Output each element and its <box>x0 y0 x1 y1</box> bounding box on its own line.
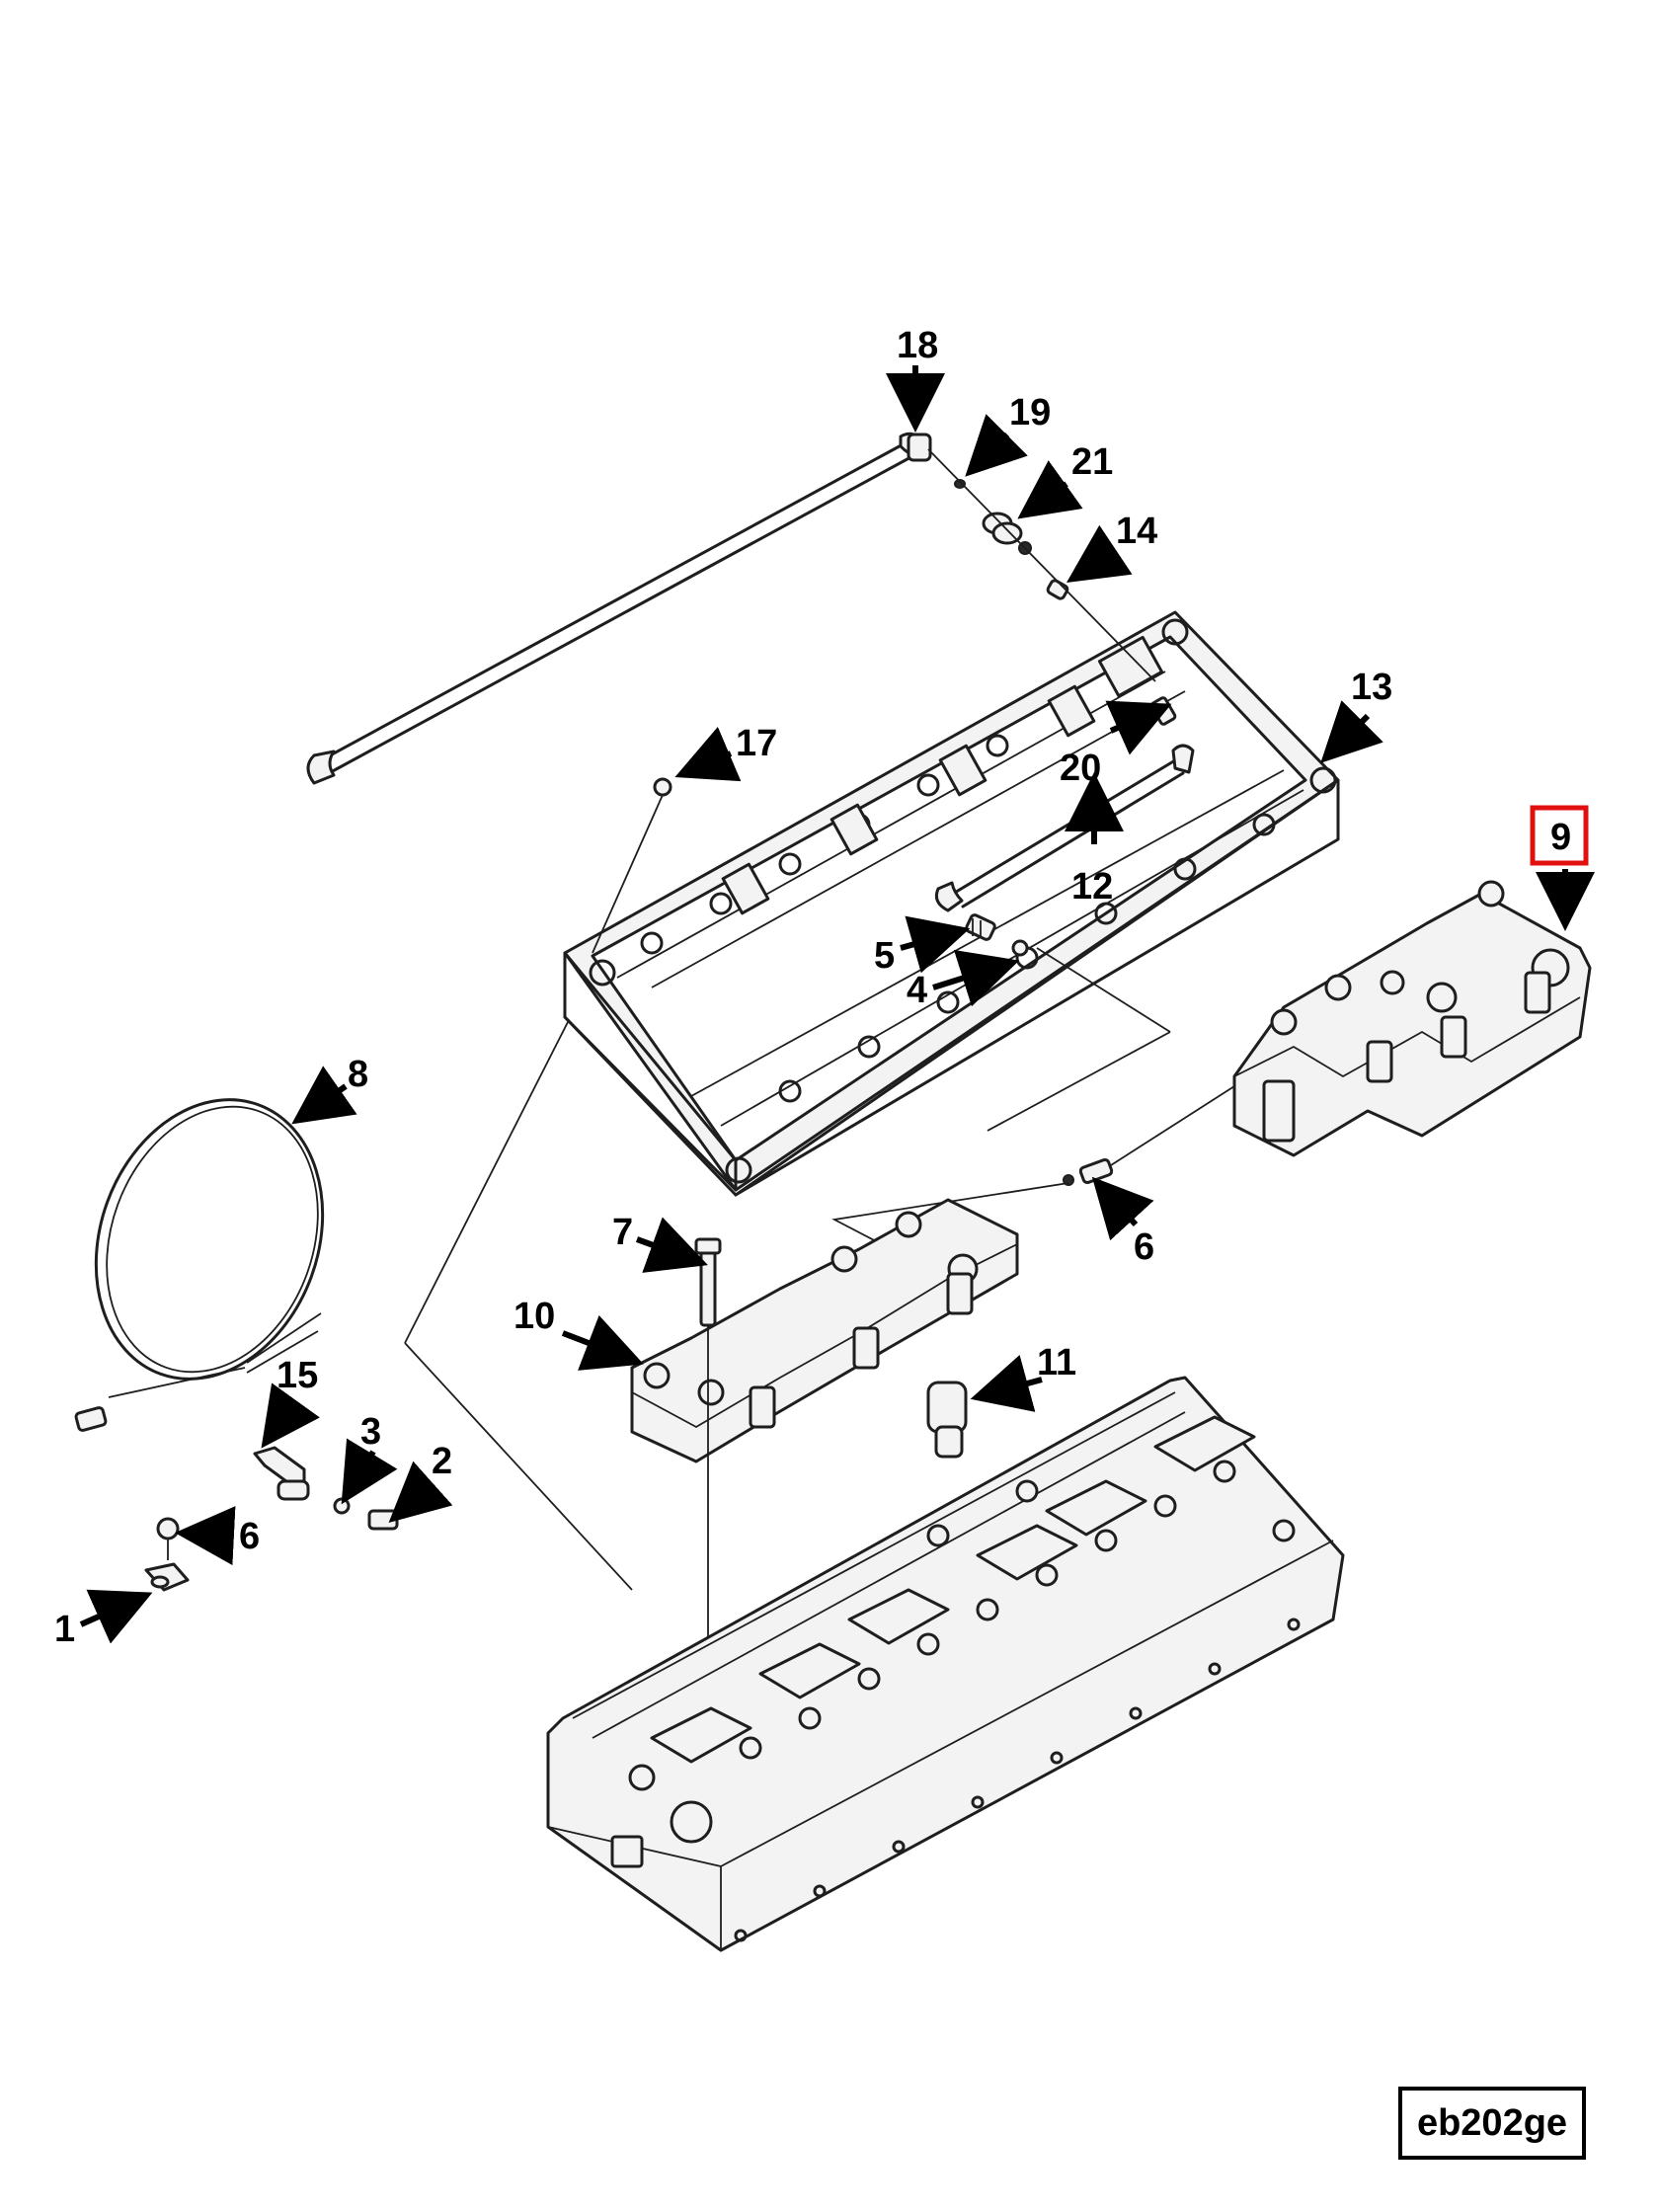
callout-13: 13 <box>1351 667 1392 708</box>
callout-7: 7 <box>612 1212 633 1253</box>
callout-11: 11 <box>1037 1342 1076 1383</box>
callout-14: 14 <box>1116 511 1157 552</box>
rocker-9-bolts <box>1270 880 1570 1036</box>
cylinder-head-rockers <box>650 1415 1256 1764</box>
callout-6-lower: 6 <box>239 1516 260 1557</box>
cylinder-head <box>546 1376 1345 1952</box>
callout-labels: 18 19 21 14 13 17 20 12 9 5 4 8 7 6 10 1… <box>54 325 1571 1650</box>
callout-15: 15 <box>276 1355 318 1396</box>
callout-17: 17 <box>736 723 777 764</box>
frame-rail-blocks <box>721 635 1164 915</box>
cylinder-head-studs <box>628 1460 1296 1844</box>
breather-tube <box>306 432 932 785</box>
wire-harness <box>74 1098 325 1432</box>
callout-12: 12 <box>1071 866 1113 908</box>
callout-21: 21 <box>1071 441 1113 483</box>
plug-17 <box>592 777 672 954</box>
fitting-stack <box>927 448 1156 682</box>
callout-10: 10 <box>514 1296 555 1337</box>
cylinder-head-bolt-row <box>734 1618 1301 1942</box>
callout-3: 3 <box>360 1411 381 1453</box>
callout-4: 4 <box>907 970 927 1011</box>
callout-19: 19 <box>1009 392 1051 434</box>
fitting-5 <box>965 913 996 941</box>
drawing-code: eb202ge <box>1417 2102 1567 2144</box>
callout-18: 18 <box>897 325 938 366</box>
callout-5: 5 <box>874 935 895 977</box>
callout-9: 9 <box>1550 817 1571 858</box>
rocker-lever-assembly-9 <box>1232 880 1592 1157</box>
callout-8: 8 <box>348 1054 368 1095</box>
callout-20: 20 <box>1060 748 1101 789</box>
callout-2: 2 <box>432 1441 452 1482</box>
callout-leaders <box>79 365 1595 1644</box>
callout-6-upper: 6 <box>1134 1226 1154 1268</box>
drawing-code-box: eb202ge <box>1398 2087 1586 2160</box>
elbow-fitting-11 <box>926 1381 968 1459</box>
callout-9-highlight <box>1530 805 1589 866</box>
callout-1: 1 <box>54 1609 75 1650</box>
rocker-lever-assembly-10 <box>404 1021 1019 1679</box>
